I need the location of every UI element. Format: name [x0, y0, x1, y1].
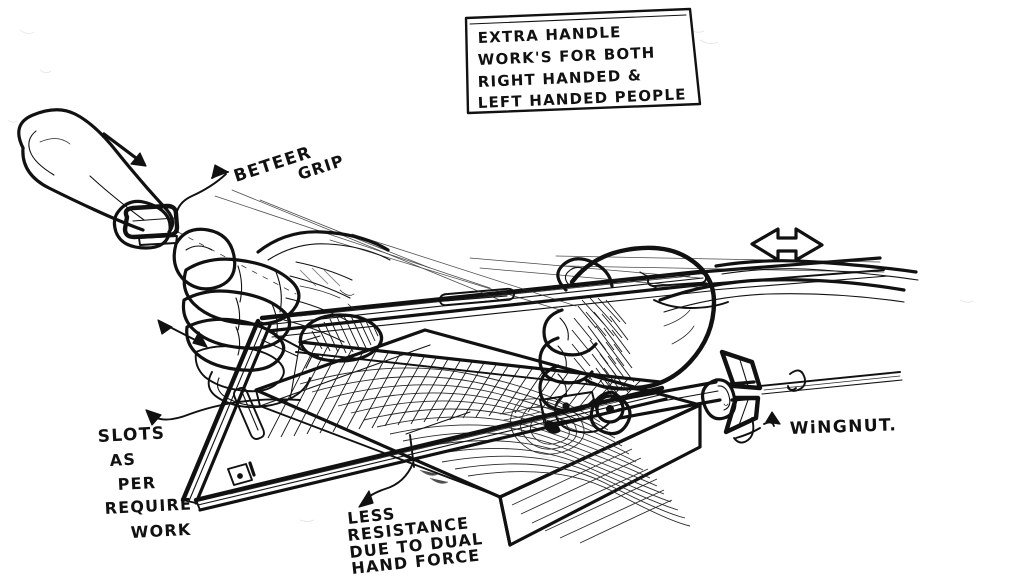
double-headed-arrow-icon	[157, 319, 208, 348]
slot-callout-arrow	[145, 398, 301, 426]
wingnut-label: WiNGNUT.	[789, 415, 897, 439]
construction-lines	[214, 189, 885, 311]
slots-label-line5: WORK	[130, 520, 192, 542]
frame-slot-shape	[233, 387, 265, 440]
frame-slot-upper	[439, 287, 515, 307]
slots-label-line4: REQUIRE	[104, 494, 192, 518]
rear-hand-shape	[538, 245, 919, 434]
blade-pin-front	[227, 461, 256, 486]
slots-label-line1: SLOTS	[97, 423, 166, 447]
curved-arrow-icon	[174, 164, 229, 233]
straight-arrow-icon	[102, 132, 147, 167]
rear-clamp-block	[539, 390, 632, 436]
less-resistance-line1: LESS	[346, 504, 396, 528]
hand-shading	[571, 297, 635, 401]
slots-label-line3: PER	[117, 473, 157, 494]
blade-clamp-block	[298, 313, 384, 369]
slots-label-line2: AS	[109, 450, 136, 470]
wingnut-shape	[499, 349, 903, 436]
less-resistance-leader	[358, 462, 449, 508]
wood-grain-edge	[511, 448, 673, 544]
note-box	[464, 7, 702, 115]
wingnut-leader-arrow	[723, 403, 781, 444]
stroke-direction-arrow-icon	[750, 227, 824, 262]
front-hand-shape	[172, 227, 391, 409]
extra-handle-shape	[17, 108, 297, 295]
paper-smudges	[7, 29, 974, 522]
hacksaw-blade-shape	[267, 335, 662, 439]
